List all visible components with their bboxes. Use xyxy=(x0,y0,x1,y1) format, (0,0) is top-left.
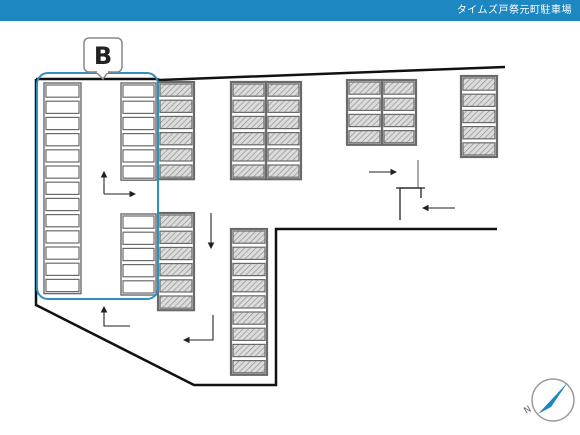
direction-arrows xyxy=(100,168,455,344)
parking-space xyxy=(232,343,266,358)
parking-space xyxy=(122,84,155,98)
parking-space xyxy=(159,148,193,162)
parking-space xyxy=(45,278,80,293)
parking-space xyxy=(122,247,155,262)
area-b-right-top-spaces xyxy=(120,82,157,181)
parking-space xyxy=(232,230,266,244)
parking-space xyxy=(267,164,300,178)
area-b-right-bottom-spaces xyxy=(120,213,157,296)
parking-space xyxy=(122,165,155,179)
parking-space xyxy=(267,148,300,162)
parking-space xyxy=(159,164,193,178)
parking-space xyxy=(348,130,381,144)
parking-space xyxy=(232,360,266,374)
area-b-marker-icon[interactable]: B xyxy=(83,37,123,81)
column-5-left-spaces xyxy=(345,78,384,146)
parking-space xyxy=(232,279,266,293)
parking-space xyxy=(232,311,266,325)
parking-space xyxy=(159,230,193,244)
parking-space xyxy=(232,115,265,130)
column-3-right-spaces xyxy=(264,80,303,181)
parking-space xyxy=(267,83,300,97)
area-b-left-spaces xyxy=(43,82,82,295)
parking-space xyxy=(45,246,80,260)
parking-space xyxy=(159,263,193,277)
parking-space xyxy=(45,214,80,228)
parking-space xyxy=(159,132,193,146)
parking-lot-name: タイムズ戸祭元町駐車場 xyxy=(456,5,572,16)
parking-space xyxy=(122,100,155,114)
parking-space xyxy=(232,164,265,178)
north-compass-icon: N xyxy=(523,378,575,422)
parking-space xyxy=(232,99,265,113)
column-4-spaces xyxy=(229,227,269,376)
header-bar: タイムズ戸祭元町駐車場 xyxy=(0,0,580,21)
parking-space xyxy=(122,264,155,278)
parking-space xyxy=(122,280,155,294)
parking-space xyxy=(122,133,155,147)
parking-space xyxy=(383,130,415,144)
parking-space xyxy=(232,295,266,309)
parking-space xyxy=(383,113,415,128)
parking-space xyxy=(45,165,80,179)
parking-space xyxy=(232,148,265,162)
parking-space xyxy=(348,97,381,111)
direction-arrow-icon xyxy=(100,305,130,327)
area-marker-label: B xyxy=(94,42,112,70)
parking-space xyxy=(462,77,496,91)
parking-space xyxy=(45,100,80,114)
parking-space xyxy=(232,246,266,260)
parking-space xyxy=(348,81,381,95)
parking-space xyxy=(45,149,80,163)
parking-space xyxy=(159,99,193,113)
parking-space xyxy=(348,113,381,128)
column-5-right-spaces xyxy=(380,78,418,146)
column-3-left-spaces xyxy=(229,80,268,181)
compass-north-label: N xyxy=(523,405,534,417)
parking-space xyxy=(232,262,266,277)
parking-space xyxy=(45,262,80,277)
parking-space xyxy=(45,230,80,244)
column-6-spaces xyxy=(459,74,499,159)
parking-space xyxy=(462,125,496,140)
parking-space xyxy=(45,116,80,131)
parking-space xyxy=(159,279,193,293)
parking-space xyxy=(122,215,155,229)
parking-space xyxy=(267,132,300,146)
parking-space xyxy=(122,116,155,131)
parking-space xyxy=(232,83,265,97)
parking-space xyxy=(159,115,193,130)
parking-space xyxy=(45,84,80,98)
parking-space xyxy=(159,83,193,97)
parking-space xyxy=(462,93,496,107)
column-2-bottom-spaces xyxy=(156,211,196,312)
parking-space xyxy=(462,142,496,156)
parking-space xyxy=(122,231,155,245)
parking-space xyxy=(462,109,496,124)
parking-space xyxy=(267,115,300,130)
direction-arrow-icon xyxy=(182,315,214,344)
parking-space xyxy=(159,246,193,261)
parking-space xyxy=(159,214,193,228)
parking-space xyxy=(232,132,265,146)
parking-space xyxy=(45,181,80,195)
parking-space xyxy=(122,149,155,163)
parking-space xyxy=(45,197,80,212)
column-2-top-spaces xyxy=(156,80,196,181)
parking-space xyxy=(267,99,300,113)
parking-space xyxy=(383,81,415,95)
lot-boundary xyxy=(34,65,506,387)
parking-space xyxy=(45,133,80,147)
parking-space xyxy=(159,295,193,309)
parking-space xyxy=(232,327,266,342)
parking-space xyxy=(383,97,415,111)
entrance-gate xyxy=(396,160,425,220)
